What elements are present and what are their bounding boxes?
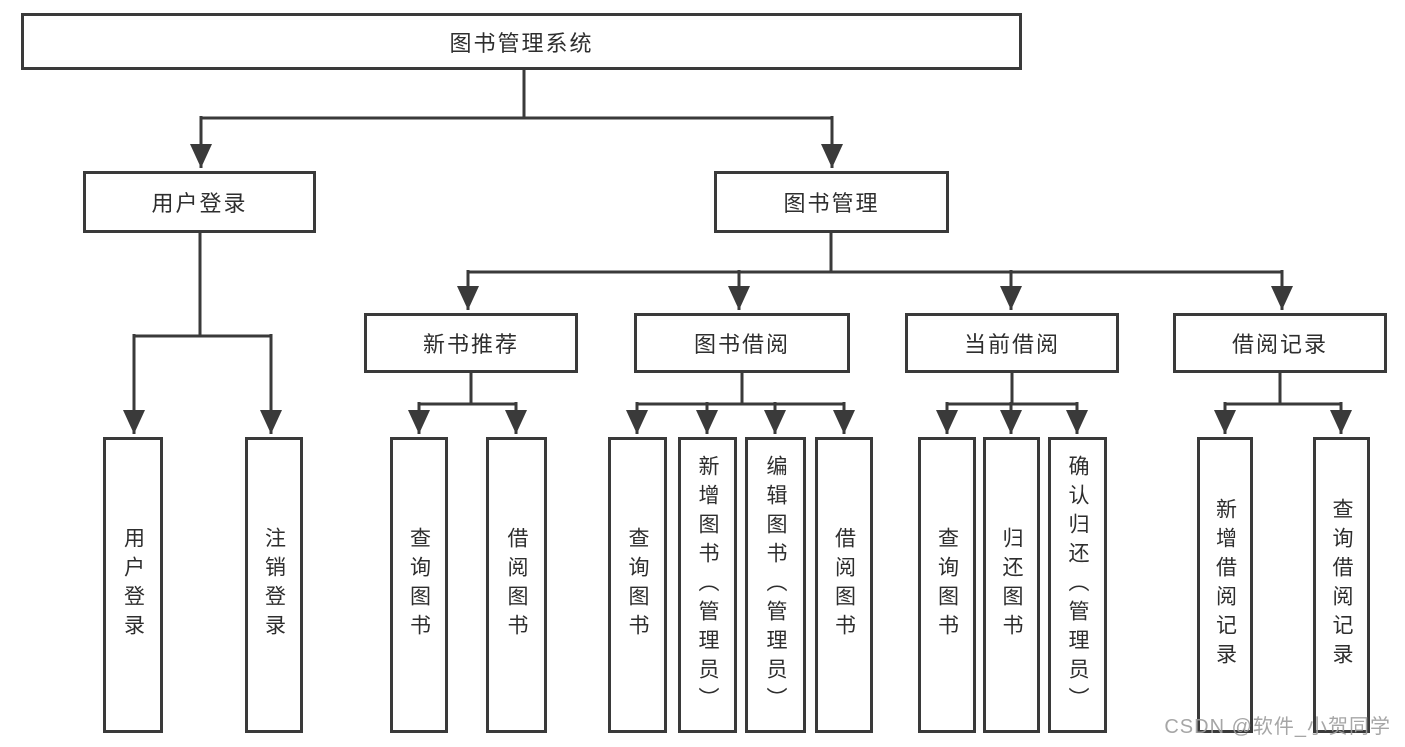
leaf-label: 确认归还（管理员） bbox=[1066, 454, 1089, 716]
node-leaf-borrow-books-recommend: 借阅图书 bbox=[486, 437, 547, 733]
node-leaf-query-books-recommend: 查询图书 bbox=[390, 437, 448, 733]
node-root-system: 图书管理系统 bbox=[21, 13, 1022, 70]
node-leaf-edit-books-admin: 编辑图书（管理员） bbox=[745, 437, 806, 733]
node-leaf-confirm-return-admin: 确认归还（管理员） bbox=[1048, 437, 1107, 733]
leaf-label: 查询借阅记录 bbox=[1330, 498, 1353, 672]
node-leaf-return-books: 归还图书 bbox=[983, 437, 1040, 733]
leaf-label: 查询图书 bbox=[626, 527, 649, 643]
node-current-borrow: 当前借阅 bbox=[905, 313, 1119, 373]
node-leaf-logout: 注销登录 bbox=[245, 437, 303, 733]
node-new-book-recommend: 新书推荐 bbox=[364, 313, 578, 373]
node-user-login-branch: 用户登录 bbox=[83, 171, 316, 233]
node-leaf-borrow-books: 借阅图书 bbox=[815, 437, 873, 733]
leaf-label: 查询图书 bbox=[935, 527, 959, 643]
node-leaf-add-books-admin: 新增图书（管理员） bbox=[678, 437, 737, 733]
node-leaf-query-books-current: 查询图书 bbox=[918, 437, 976, 733]
node-book-management-branch: 图书管理 bbox=[714, 171, 949, 233]
csdn-watermark: CSDN @软件_小贺同学 bbox=[1164, 716, 1391, 738]
leaf-label: 注销登录 bbox=[262, 527, 286, 643]
node-book-borrow: 图书借阅 bbox=[634, 313, 850, 373]
leaf-label: 查询图书 bbox=[407, 527, 431, 643]
leaf-label: 用户登录 bbox=[121, 527, 145, 643]
leaf-label: 新增借阅记录 bbox=[1213, 498, 1237, 672]
leaf-label: 借阅图书 bbox=[832, 527, 856, 643]
leaf-label: 编辑图书（管理员） bbox=[764, 454, 787, 716]
leaf-label: 借阅图书 bbox=[505, 527, 528, 643]
node-leaf-add-borrow-record: 新增借阅记录 bbox=[1197, 437, 1253, 733]
leaf-label: 新增图书（管理员） bbox=[696, 454, 719, 716]
node-leaf-query-books-borrow: 查询图书 bbox=[608, 437, 667, 733]
leaf-label: 归还图书 bbox=[1000, 527, 1023, 643]
node-leaf-query-borrow-record: 查询借阅记录 bbox=[1313, 437, 1370, 733]
node-leaf-user-login: 用户登录 bbox=[103, 437, 163, 733]
node-borrow-records: 借阅记录 bbox=[1173, 313, 1387, 373]
